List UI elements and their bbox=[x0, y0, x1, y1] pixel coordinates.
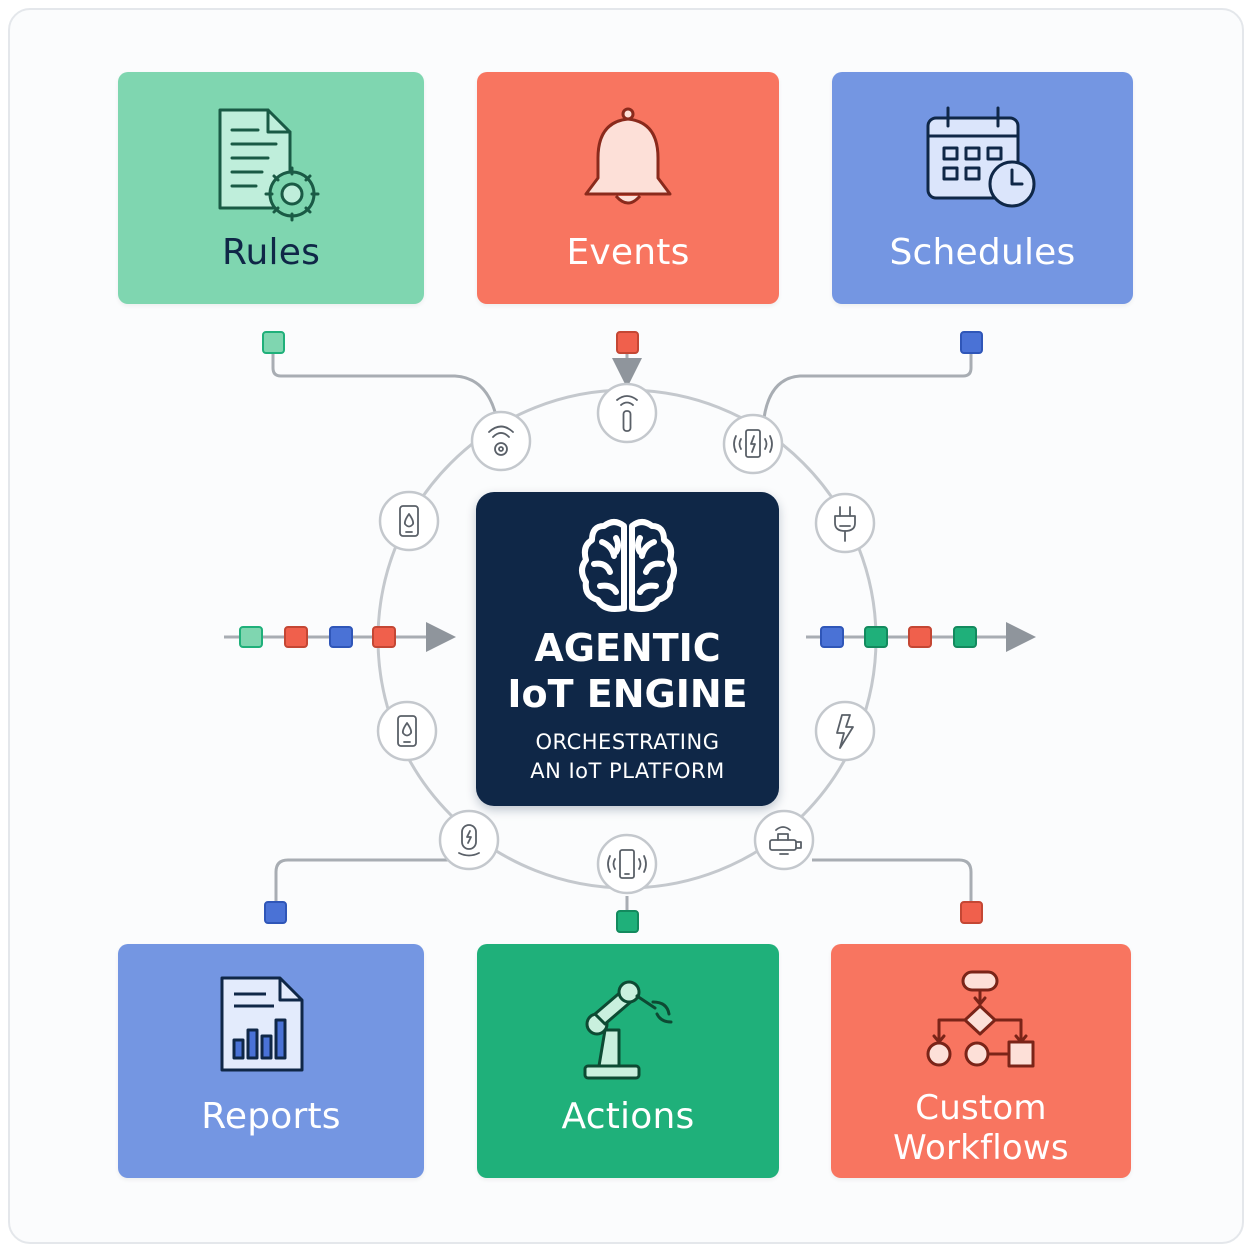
schedules-label: Schedules bbox=[889, 232, 1076, 273]
bell-icon bbox=[584, 107, 672, 205]
power-plug-icon bbox=[814, 492, 876, 554]
actions-card[interactable]: Actions bbox=[477, 944, 779, 1178]
wire-custom-workflows bbox=[812, 858, 973, 902]
flowchart-icon bbox=[926, 970, 1035, 1068]
connector-custom-workflows bbox=[960, 901, 983, 924]
wire-rules bbox=[271, 354, 500, 426]
custom-workflows-label: Custom Workflows bbox=[831, 1088, 1131, 1168]
connector-reports bbox=[264, 901, 287, 924]
connector-events bbox=[616, 331, 639, 354]
rule-document-gear-icon bbox=[218, 108, 320, 222]
bar-chart-report-icon bbox=[220, 976, 304, 1072]
custom-workflows-label-line2: Workflows bbox=[893, 1128, 1069, 1168]
wifi-sensor-icon bbox=[470, 410, 532, 472]
connector-rules bbox=[262, 331, 285, 354]
rules-card[interactable]: Rules bbox=[118, 72, 424, 304]
water-level-icon bbox=[376, 700, 438, 762]
custom-workflows-card[interactable]: Custom Workflows bbox=[831, 944, 1131, 1178]
custom-workflows-label-line1: Custom bbox=[915, 1088, 1047, 1128]
wire-reports bbox=[274, 858, 448, 902]
hub-title-line2: IoT ENGINE bbox=[507, 672, 748, 716]
calendar-clock-icon bbox=[926, 106, 1036, 208]
connector-schedules bbox=[960, 331, 983, 354]
wire-schedules bbox=[762, 354, 973, 419]
reports-label: Reports bbox=[201, 1096, 341, 1137]
hub-subtitle-line1: ORCHESTRATING bbox=[535, 730, 720, 754]
hub-subtitle: ORCHESTRATING AN IoT PLATFORM bbox=[476, 728, 779, 786]
water-sensor-icon bbox=[378, 490, 440, 552]
voice-device-icon bbox=[438, 809, 500, 871]
agentic-iot-engine-hub: AGENTIC IoT ENGINE ORCHESTRATING AN IoT … bbox=[476, 492, 779, 806]
hub-subtitle-line2: AN IoT PLATFORM bbox=[530, 759, 725, 783]
actions-label: Actions bbox=[561, 1096, 695, 1137]
reports-card[interactable]: Reports bbox=[118, 944, 424, 1178]
remote-signal-icon bbox=[596, 382, 658, 444]
energy-bolt-icon bbox=[814, 700, 876, 762]
connector-actions bbox=[616, 910, 639, 933]
hub-title-line1: AGENTIC bbox=[534, 626, 721, 670]
events-label: Events bbox=[566, 232, 690, 273]
smart-meter-icon bbox=[722, 413, 784, 475]
router-icon bbox=[753, 809, 815, 871]
rules-label: Rules bbox=[221, 232, 321, 273]
brain-icon bbox=[579, 519, 677, 612]
robot-arm-icon bbox=[583, 980, 673, 1080]
schedules-card[interactable]: Schedules bbox=[832, 72, 1133, 304]
smart-phone-icon bbox=[596, 833, 658, 895]
output-data-flow bbox=[806, 622, 1036, 652]
events-card[interactable]: Events bbox=[477, 72, 779, 304]
input-data-flow bbox=[224, 622, 456, 652]
hub-title: AGENTIC IoT ENGINE bbox=[476, 625, 779, 717]
